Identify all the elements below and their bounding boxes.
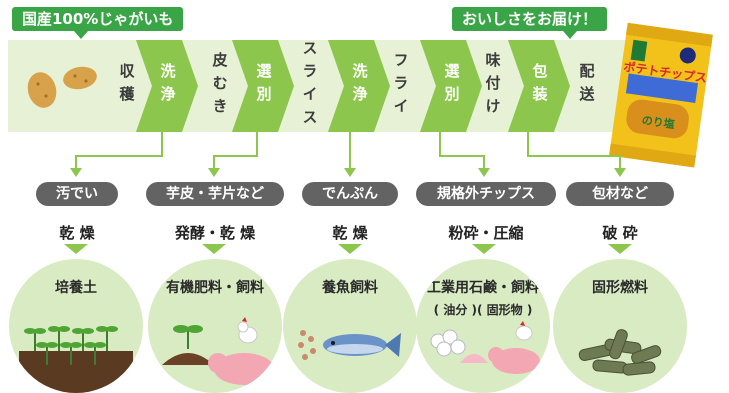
waste-starch: でんぷん bbox=[302, 182, 398, 206]
callout-domestic-potatoes: 国産100%じゃがいも bbox=[12, 7, 184, 39]
soap-pig-chicken-icon bbox=[430, 321, 540, 374]
product-circle-solid-fuel: 固形燃料 bbox=[553, 259, 687, 393]
product-circle-soil: 培養土 bbox=[9, 259, 143, 393]
waste-potato-peel: 芋皮・芋片など bbox=[146, 182, 284, 206]
chip-bag-illustration: ポテトチップス のり塩 bbox=[609, 22, 713, 168]
product-label-soil: 培養土 bbox=[55, 280, 97, 296]
step-peel: 皮むき bbox=[210, 51, 229, 121]
product-label-fish-feed: 養魚飼料 bbox=[322, 280, 378, 296]
process-dry-2: 乾 燥 bbox=[332, 224, 368, 242]
svg-text:のり塩: のり塩 bbox=[641, 113, 676, 131]
process-ferment-dry: 発酵・乾 燥 bbox=[174, 224, 256, 242]
process-shred: 破 砕 bbox=[602, 224, 638, 242]
waste-substandard-chips: 規格外チップス bbox=[416, 182, 556, 206]
chevron-package bbox=[508, 40, 570, 132]
product-label-fertilizer: 有機肥料・飼料 bbox=[166, 280, 264, 296]
step-deliver: 配送 bbox=[577, 63, 596, 109]
step-wash-1: 洗浄 bbox=[158, 63, 177, 109]
product-circle-fish-feed: 養魚飼料 bbox=[283, 259, 417, 393]
chevron-sort-1 bbox=[232, 40, 294, 132]
product-label-soap-feed: 工業用石鹸・飼料 bbox=[427, 280, 539, 296]
step-sort-1: 選別 bbox=[254, 63, 273, 109]
process-crush-compress: 粉砕・圧縮 bbox=[448, 224, 524, 242]
fertilizer-pig-chicken-icon bbox=[162, 317, 274, 385]
step-wash-2: 洗浄 bbox=[350, 63, 369, 109]
solid-fuel-pellets-icon bbox=[578, 329, 662, 376]
product-circle-soap-feed: 工業用石鹸・飼料 ( 油分 )( 固形物 ) bbox=[416, 259, 550, 393]
product-sublabel-oil-solid: ( 油分 )( 固形物 ) bbox=[433, 303, 533, 317]
step-sort-2: 選別 bbox=[442, 63, 461, 109]
callout-deliver-deliciousness: おいしさをお届け！ bbox=[452, 7, 608, 39]
waste-packaging: 包材など bbox=[566, 182, 674, 206]
potato-illustration bbox=[27, 66, 97, 108]
step-package: 包装 bbox=[530, 63, 549, 109]
seedling-soil-icon bbox=[19, 326, 133, 393]
fish-feed-icon bbox=[298, 330, 401, 360]
step-season: 味付け bbox=[483, 51, 502, 121]
chevron-sort-2 bbox=[420, 40, 482, 132]
step-fry: フライ bbox=[391, 51, 410, 121]
product-circle-fertilizer: 有機肥料・飼料 bbox=[148, 259, 282, 393]
step-harvest: 収穫 bbox=[117, 63, 136, 109]
step-slice: スライス bbox=[300, 40, 319, 132]
product-label-solid-fuel: 固形燃料 bbox=[592, 280, 648, 296]
waste-sludge: 汚でい bbox=[36, 182, 118, 206]
process-dry-1: 乾 燥 bbox=[59, 224, 95, 242]
chevron-wash-1 bbox=[136, 40, 198, 132]
chevron-wash-2 bbox=[328, 40, 390, 132]
